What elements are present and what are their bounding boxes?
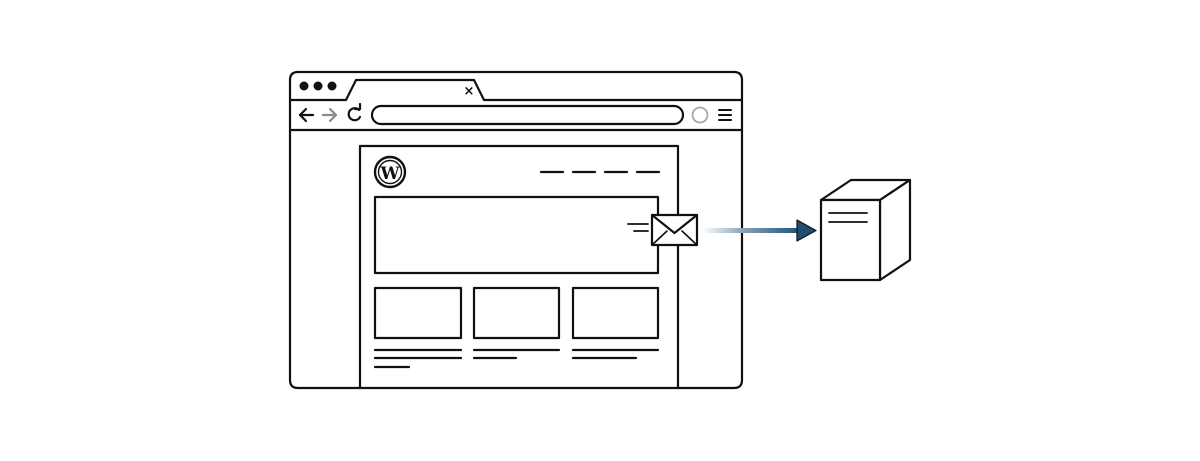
- svg-text:W: W: [379, 164, 400, 184]
- window-dot-icon[interactable]: [299, 81, 309, 91]
- server-box-icon: [819, 178, 912, 282]
- profile-circle-icon[interactable]: [691, 106, 709, 124]
- wordpress-logo-icon[interactable]: W: [373, 155, 407, 189]
- window-controls[interactable]: [299, 81, 337, 91]
- page-frame: [358, 144, 680, 390]
- back-arrow-icon[interactable]: [298, 107, 315, 123]
- browser-window: ×: [288, 70, 744, 390]
- envelope-icon: [650, 213, 699, 235]
- hamburger-menu-icon[interactable]: [718, 109, 732, 121]
- flow-arrow-head: [796, 219, 817, 242]
- tab-close-icon[interactable]: ×: [464, 84, 475, 99]
- window-dot-icon[interactable]: [327, 81, 337, 91]
- card-text-lines: [373, 348, 660, 369]
- flow-arrow-shaft: [702, 228, 802, 233]
- email-message: [627, 213, 699, 247]
- content-card[interactable]: [472, 286, 561, 340]
- window-dot-icon[interactable]: [313, 81, 323, 91]
- web-page: W: [358, 144, 680, 390]
- hero-banner: [373, 195, 660, 275]
- server-front-face: [819, 198, 882, 282]
- flow-arrow: [702, 219, 817, 242]
- browser-frame: [288, 70, 744, 390]
- content-card[interactable]: [571, 286, 660, 340]
- motion-lines: [627, 223, 649, 232]
- url-bar[interactable]: [370, 104, 685, 126]
- content-card[interactable]: [373, 286, 463, 340]
- forward-arrow-icon[interactable]: [321, 107, 338, 123]
- reload-icon[interactable]: [347, 102, 362, 122]
- browser-tab[interactable]: [288, 78, 744, 102]
